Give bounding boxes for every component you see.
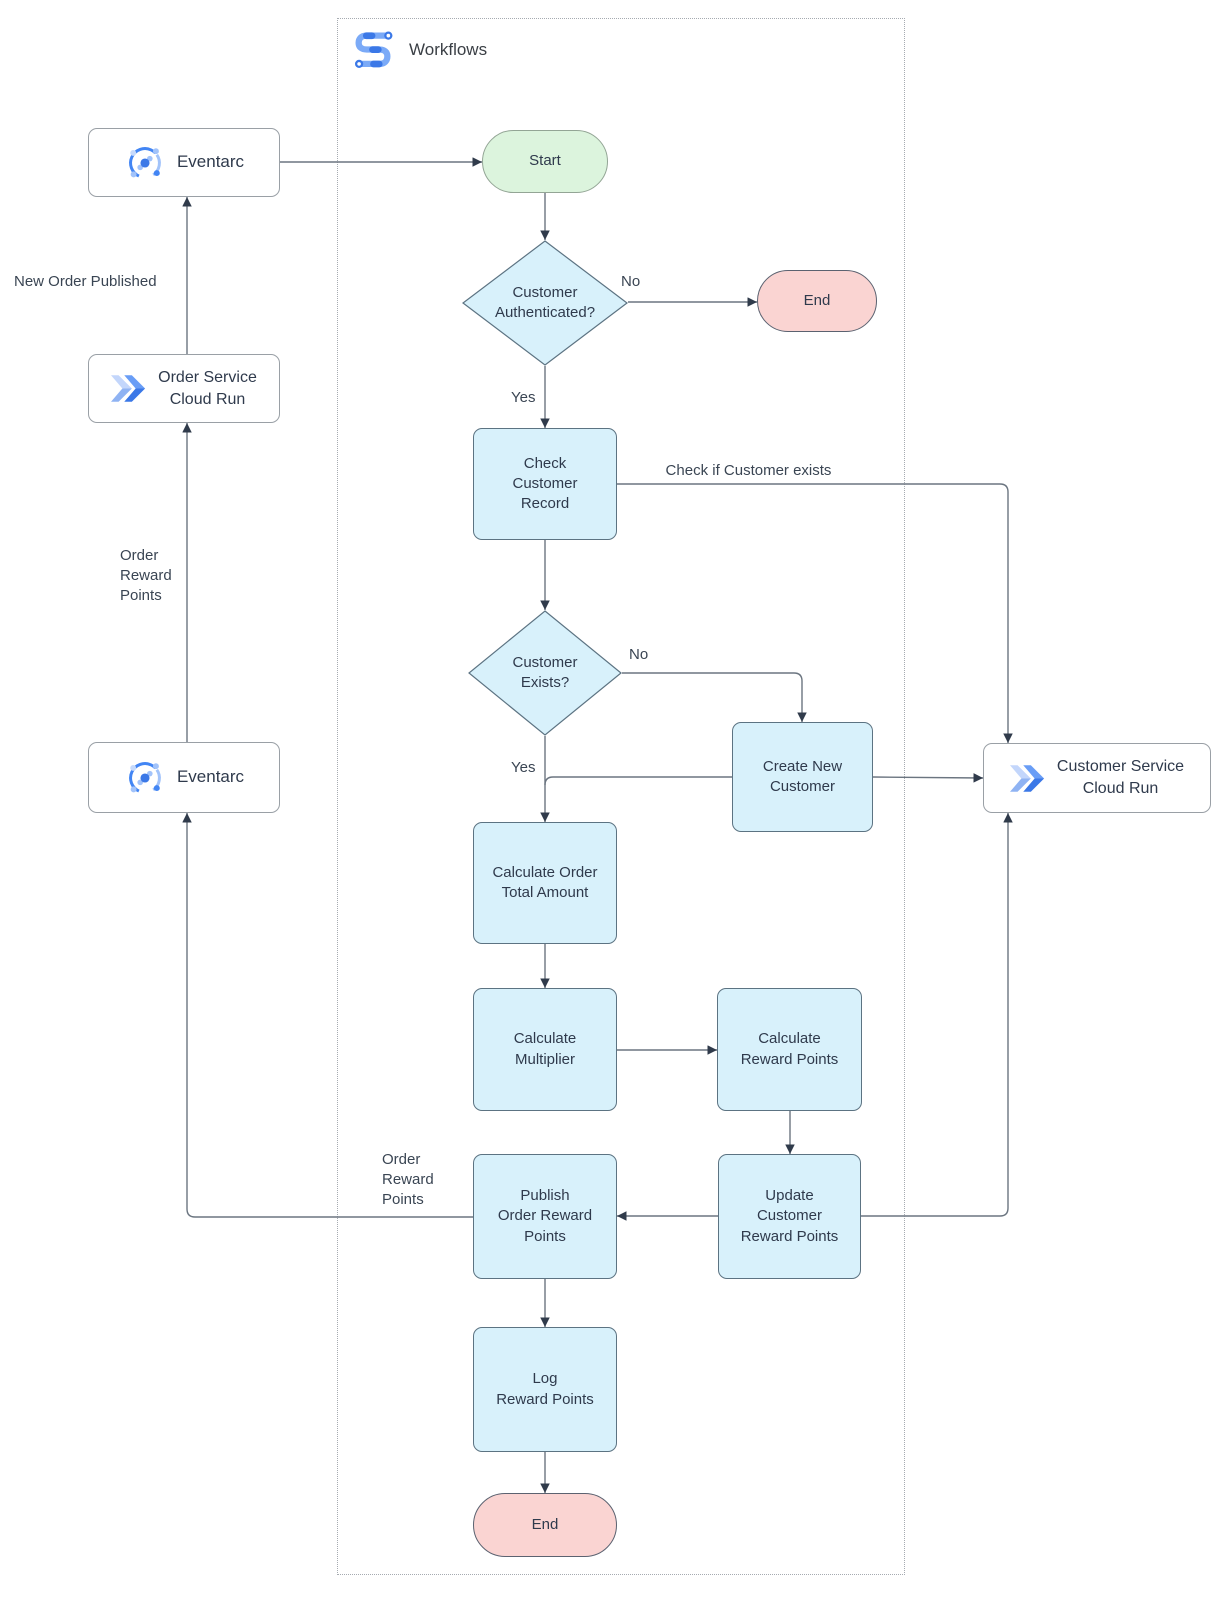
node-eventarc-top: Eventarc [88,128,280,197]
node-calculate-reward-points: Calculate Reward Points [717,988,862,1111]
edge-create-to-customer-service [872,773,984,783]
edge-check-to-customer-service [617,483,1013,743]
eventarc-icon [129,146,161,179]
node-label: Customer Exists? [512,653,578,691]
node-label: Calculate Reward Points [740,1030,839,1068]
node-calculate-order-total-amount: Calculate Order Total Amount [473,822,617,944]
edge-label-authenticated-yes: Yes [511,389,536,406]
node-label: End [531,1515,559,1533]
edge-label-new-order-published: New Order Published [14,273,157,290]
node-label: Eventarc [176,767,245,787]
node-order-service-cloud-run: Order Service Cloud Run [88,354,280,423]
node-check-customer-record: Check Customer Record [473,428,617,540]
edge-exists-no-to-create [622,672,807,722]
node-label: Check Customer Record [512,454,578,513]
node-update-customer-reward-points: Update Customer Reward Points [718,1154,861,1279]
node-end-top: End [757,270,877,332]
diamond-shape [462,240,628,366]
node-label: Create New Customer [762,757,843,795]
node-customer-exists: Customer Exists? [468,610,622,736]
node-customer-service-cloud-run: Customer Service Cloud Run [983,743,1211,813]
eventarc-icon [129,761,161,794]
cloud-run-icon [1009,764,1045,792]
edge-create-merge-to-yes-path [544,776,732,786]
node-calculate-multiplier: Calculate Multiplier [473,988,617,1111]
cloud-run-icon [111,375,146,402]
workflows-title: Workflows [350,27,487,73]
edge-label-order-reward-points-publish: Order Reward Points [382,1151,434,1208]
edge-label-exists-yes: Yes [511,759,536,776]
node-label: Log Reward Points [496,1370,594,1408]
node-log-reward-points: Log Reward Points [473,1327,617,1452]
node-create-new-customer: Create New Customer [732,722,873,832]
workflows-title-text: Workflows [409,40,488,59]
node-label: Publish Order Reward Points [497,1187,593,1245]
workflows-icon [354,31,393,69]
edge-label-exists-no: No [629,646,649,663]
node-label: Customer Service Cloud Run [1056,758,1185,797]
edge-publish-to-eventarc-bottom [182,813,473,1218]
node-label: Calculate Multiplier [513,1030,577,1068]
node-label: Order Service Cloud Run [158,368,257,408]
workflows-boundary [337,18,905,1575]
node-label: Eventarc [176,152,245,172]
node-label: Calculate Order Total Amount [492,863,598,901]
node-customer-authenticated: Customer Authenticated? [462,240,628,366]
node-publish-order-reward-points: Publish Order Reward Points [473,1154,617,1279]
node-label: End [803,291,831,309]
node-label: Start [529,152,561,170]
edge-update-to-customer-service [861,813,1013,1217]
edge-label-authenticated-no: No [621,273,641,290]
node-eventarc-bottom: Eventarc [88,742,280,813]
node-start: Start [482,130,608,193]
node-label: Update Customer Reward Points [740,1187,839,1245]
edge-label-check-if-customer-exists: Check if Customer exists [665,462,832,479]
node-label: Customer Authenticated? [494,283,596,321]
node-end-bottom: End [473,1493,617,1557]
edge-label-order-reward-points-left: Order Reward Points [120,547,172,604]
diamond-shape [468,610,622,736]
